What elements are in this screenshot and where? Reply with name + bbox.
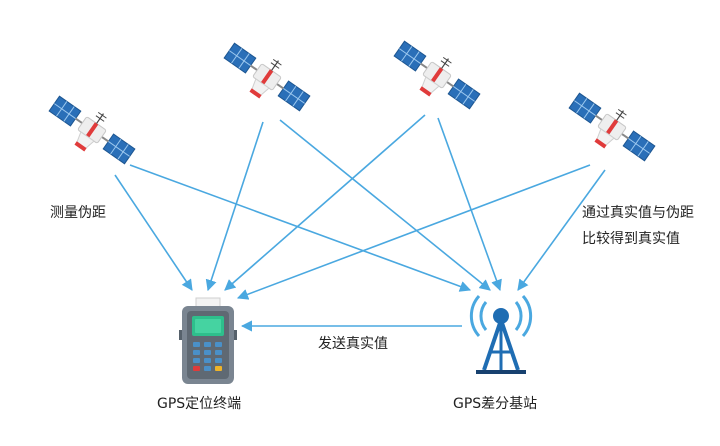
label-gps-base-station: GPS差分基站 (453, 396, 538, 412)
satellite-icon (215, 33, 318, 123)
arrows (114, 114, 606, 332)
arrow-sat4-basestation (517, 169, 606, 291)
arrow-sat4-terminal (236, 164, 591, 300)
label-compare-line2: 比较得到真实值 (582, 231, 680, 247)
arrow-sat2-terminal (205, 121, 264, 292)
satellite-icon (560, 83, 663, 173)
satellite-icon (385, 31, 488, 121)
satellite-icon (40, 86, 143, 176)
pos-terminal-icon (179, 297, 237, 384)
antenna-tower-icon (469, 295, 533, 374)
label-measure-pseudorange: 测量伪距 (50, 205, 106, 221)
label-send-true-value: 发送真实值 (318, 336, 388, 352)
arrow-sat1-basestation (129, 164, 472, 292)
label-gps-terminal: GPS定位终端 (157, 396, 242, 412)
arrow-sat1-terminal (114, 174, 193, 291)
arrow-sat2-basestation (279, 119, 491, 291)
arrow-sat3-basestation (437, 117, 502, 292)
label-compare-line1: 通过真实值与伪距 (582, 205, 694, 221)
arrow-sat3-terminal (224, 114, 426, 291)
